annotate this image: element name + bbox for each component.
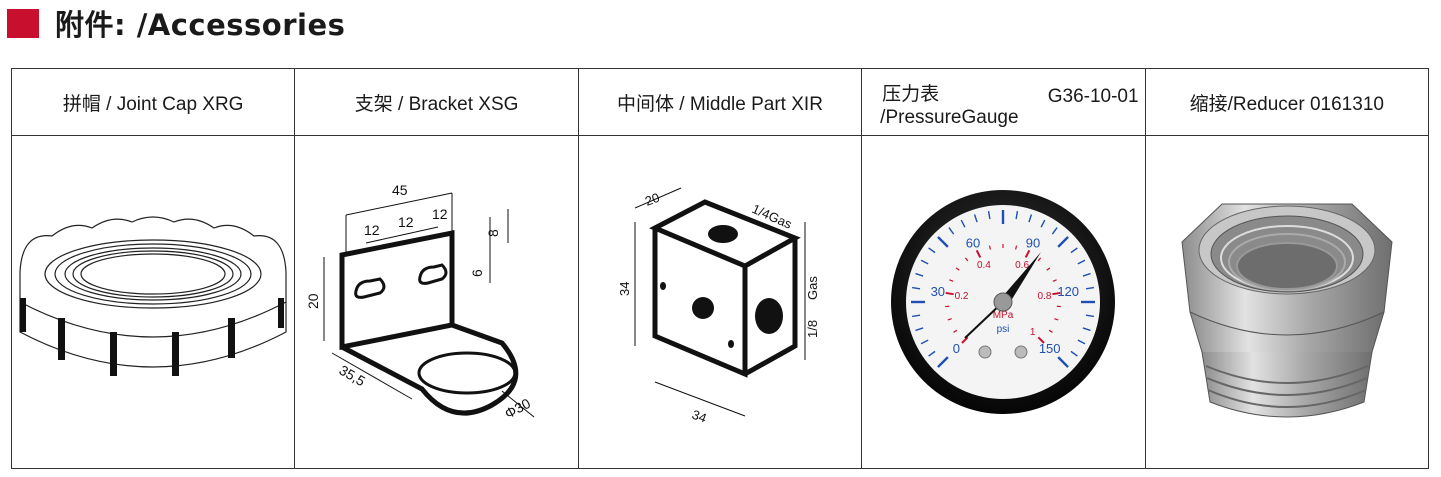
heading-marker — [7, 8, 39, 38]
gauge-mpa-label: 1 — [1030, 327, 1036, 338]
gauge-tick — [960, 219, 966, 228]
gauge-tick — [945, 291, 955, 296]
gauge-tick — [956, 267, 961, 271]
gauge-tick — [1015, 245, 1018, 250]
gauge-tick — [961, 336, 969, 344]
gauge-tick — [912, 286, 921, 290]
gauge-psi-label: 0 — [953, 341, 960, 356]
gauge-tick — [921, 259, 929, 265]
gauge-tick — [1049, 329, 1054, 333]
gauge-mpa-label: 0.8 — [1038, 291, 1052, 302]
accessories-table: 拼帽 / Joint Cap XRG 支架 / Bracket XSG 中间体 … — [10, 68, 1430, 469]
gauge-tick — [989, 245, 992, 250]
bracket-drawing: 45 12 12 12 8 6 20 35,5 Φ30 — [305, 182, 534, 422]
gauge-tick — [928, 247, 936, 254]
gauge-tick — [1052, 291, 1061, 296]
gauge-tick — [1038, 336, 1046, 344]
gauge-tick — [988, 211, 991, 220]
gauge-tick — [1077, 339, 1086, 345]
cell-middle-part: 20 1/4Gas 34 Gas 1/8 34 — [577, 135, 863, 469]
gauge-tick — [928, 350, 936, 357]
gauge-tick — [1025, 249, 1031, 258]
dim-34-horizontal: 34 — [690, 407, 709, 422]
gauge-label-en: /PressureGauge — [880, 107, 1019, 128]
dim-6: 6 — [469, 269, 485, 277]
gauge-psi-label: 90 — [1026, 236, 1040, 251]
gauge-tick — [915, 327, 924, 332]
gauge-tick — [1046, 267, 1051, 271]
gauge-tick — [1057, 356, 1070, 368]
cell-pressure-gauge: 0 30 60 90 120 150 0.2 0.4 0.6 0.8 1 MPa psi — [861, 135, 1146, 469]
gauge-tick — [915, 272, 924, 277]
dim-20: 20 — [643, 190, 662, 209]
gauge-psi-label: 30 — [931, 284, 945, 299]
gauge-tick — [1037, 257, 1042, 262]
gauge-psi-label: 120 — [1058, 284, 1080, 299]
dim-35-5: 35,5 — [336, 362, 368, 390]
gauge-tick — [1070, 350, 1079, 357]
gauge-tick — [1054, 318, 1059, 321]
gauge-tick — [965, 257, 969, 262]
cell-bracket: 45 12 12 12 8 6 20 35,5 Φ30 — [294, 135, 579, 469]
gauge-label-cn: 压力表 — [882, 84, 940, 105]
gauge-tick — [1028, 214, 1033, 223]
gauge-psi-label: 60 — [966, 236, 980, 251]
gauge-tick — [953, 329, 958, 333]
dim-12-a: 12 — [364, 222, 380, 238]
gauge-tick — [937, 236, 950, 248]
dim-34-vertical: 34 — [617, 282, 632, 296]
page-title: 附件: /Accessories — [55, 8, 346, 42]
header-bracket: 支架 / Bracket XSG — [294, 68, 579, 136]
reducer-photo — [1181, 203, 1393, 418]
cell-reducer — [1144, 135, 1430, 469]
gauge-tick — [921, 339, 929, 345]
gauge-mpa-label: 0.2 — [955, 291, 969, 302]
gauge-tick — [1083, 327, 1092, 332]
gauge-tick — [937, 356, 950, 368]
gauge-tick — [1052, 227, 1059, 235]
gauge-tick — [1057, 236, 1070, 248]
dim-12-b: 12 — [398, 214, 414, 230]
dim-12-c: 12 — [432, 206, 448, 222]
cell-joint-cap — [10, 135, 296, 469]
gauge-code: G36-10-01 — [1047, 86, 1139, 107]
dim-20: 20 — [305, 293, 321, 309]
joint-cap-drawing — [19, 216, 287, 376]
header-joint-cap: 拼帽 / Joint Cap XRG — [10, 68, 296, 136]
gauge-tick — [949, 279, 954, 282]
gauge-tick — [1083, 272, 1092, 277]
gauge-tick — [948, 318, 953, 321]
dim-eighth: 1/8 — [805, 320, 820, 338]
dim-phi-30: Φ30 — [501, 395, 532, 422]
pressure-gauge-photo: 0 30 60 90 120 150 0.2 0.4 0.6 0.8 1 MPa psi — [891, 190, 1116, 414]
label-gas: Gas — [805, 276, 820, 300]
section-heading: 附件: /Accessories — [7, 0, 345, 46]
gauge-tick — [1015, 211, 1019, 220]
middle-part-drawing: 20 1/4Gas 34 Gas 1/8 34 — [617, 187, 820, 422]
gauge-tick — [1040, 219, 1046, 228]
gauge-tick — [1077, 259, 1086, 265]
header-reducer: 缩接/Reducer 0161310 — [1144, 68, 1430, 136]
gauge-tick — [1053, 279, 1058, 282]
gauge-tick — [976, 249, 982, 258]
gauge-tick — [948, 227, 955, 235]
gauge-tick — [1086, 286, 1095, 290]
header-middle-part: 中间体 / Middle Part XIR — [577, 68, 863, 136]
gauge-mpa-label: 0.6 — [1015, 260, 1029, 271]
gauge-tick — [1086, 314, 1095, 318]
gauge-tick — [1070, 247, 1079, 254]
gauge-unit-mpa: MPa — [993, 310, 1014, 321]
gauge-unit-psi: psi — [997, 324, 1010, 335]
dim-45: 45 — [392, 182, 408, 198]
dim-8: 8 — [485, 229, 501, 237]
gauge-tick — [912, 314, 921, 318]
gauge-tick — [974, 214, 979, 223]
gauge-psi-label: 150 — [1039, 341, 1061, 356]
gauge-mpa-label: 0.4 — [977, 260, 991, 271]
header-pressure-gauge: 压力表 /PressureGauge G36-10-01 — [861, 68, 1146, 136]
